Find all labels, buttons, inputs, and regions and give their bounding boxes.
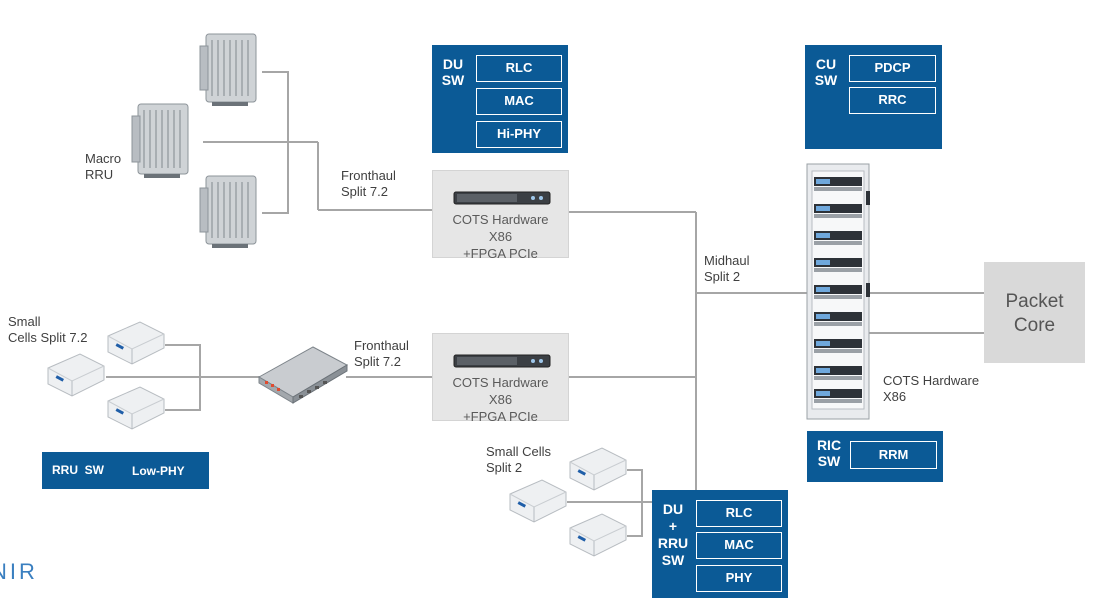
cots-top-line1: COTS Hardware [452,212,549,227]
macro-rru-label: Macro RRU [85,151,121,183]
server-rack-icon [806,163,870,420]
fronthaul-top-label: Fronthaul Split 7.2 [341,168,396,200]
small-cells-2-line1: Small Cells [486,444,552,459]
cots-rack-line1: COTS Hardware [883,373,980,388]
packet-core-line1: Packet [1005,291,1064,312]
small-cells-72-label: Small Cells Split 7.2 [8,314,87,346]
packet-core-line2: Core [1013,315,1056,336]
du-rru-sw-rlc-cell: RLC [696,500,782,527]
midhaul-label: Midhaul Split 2 [704,253,750,285]
cots-bottom-line2: X86 [488,392,513,407]
rru-sw-box: RRU SW Low-PHY [42,452,209,489]
small-cells-2-label: Small Cells Split 2 [486,444,551,476]
ric-sw-title: RIC SW [812,437,846,469]
midhaul-line2: Split 2 [704,269,741,284]
small-cell-icon [47,353,105,397]
ric-sw-rrm-cell: RRM [850,441,937,469]
du-rru-sw-title: DU + RRU SW [656,501,690,569]
du-rru-sw-title-line4: SW [661,552,685,568]
packet-core-box: Packet Core [984,262,1085,363]
fronthaul-top-line2: Split 7.2 [341,184,388,199]
cu-sw-title-line1: CU [815,56,837,72]
du-sw-mac-cell: MAC [476,88,562,115]
small-cell-icon [569,513,627,557]
cots-hardware-bottom-box: COTS Hardware X86 +FPGA PCIe [432,333,569,424]
server-icon [453,354,551,368]
du-sw-box: DU SW RLC MAC Hi-PHY [432,45,568,153]
cu-sw-box: CU SW PDCP RRC [805,45,942,149]
du-sw-hi-phy-cell: Hi-PHY [476,121,562,148]
ric-sw-title-line1: RIC [816,437,842,453]
small-cell-icon [569,447,627,491]
du-sw-title: DU SW [436,56,470,88]
du-rru-sw-title-line2: + [668,518,678,534]
macro-rru-line2: RRU [85,167,114,182]
small-cell-icon [509,479,567,523]
cu-sw-pdcp-cell: PDCP [849,55,936,82]
fronthaul-top-line1: Fronthaul [341,168,396,183]
cots-hardware-top-box: COTS Hardware X86 +FPGA PCIe [432,170,569,261]
small-cells-72-line2: Cells Split 7.2 [8,330,88,345]
macro-rru-line1: Macro [85,151,122,166]
du-sw-title-line1: DU [442,56,464,72]
du-rru-sw-title-line3: RRU [657,535,689,551]
fronthaul-bottom-line2: Split 7.2 [354,354,401,369]
cots-top-line2: X86 [488,229,513,244]
cots-bottom-line3: +FPGA PCIe [463,409,538,424]
rru-sw-title: RRU SW [52,463,104,477]
small-cells-72-line1: Small [8,314,41,329]
server-icon [453,191,551,205]
fronthaul-bottom-label: Fronthaul Split 7.2 [354,338,409,370]
fronthaul-bottom-line1: Fronthaul [354,338,409,353]
du-sw-rlc-cell: RLC [476,55,562,82]
macro-rru-icon [199,175,257,248]
logo-text: NIR [0,559,38,584]
du-rru-sw-title-line1: DU [662,501,684,517]
du-rru-sw-mac-cell: MAC [696,532,782,559]
du-rru-sw-phy-cell: PHY [696,565,782,592]
ric-sw-box: RIC SW RRM [807,431,943,482]
small-cells-2-line2: Split 2 [486,460,523,475]
ric-sw-title-line2: SW [817,453,841,469]
cots-top-line3: +FPGA PCIe [463,246,538,261]
rru-sw-low-phy: Low-PHY [132,464,185,478]
cots-rack-line2: X86 [883,389,907,404]
switch-icon [257,346,349,404]
cots-bottom-line1: COTS Hardware [452,375,549,390]
midhaul-line1: Midhaul [704,253,750,268]
cots-rack-label: COTS Hardware X86 [883,373,979,405]
cu-sw-title: CU SW [811,56,841,88]
cu-sw-rrc-cell: RRC [849,87,936,114]
macro-rru-icon [199,33,257,106]
macro-rru-icon [131,103,189,178]
cu-sw-title-line2: SW [814,72,838,88]
du-rru-sw-box: DU + RRU SW RLC MAC PHY [652,490,788,598]
small-cell-icon [107,321,165,365]
du-sw-title-line2: SW [441,72,465,88]
small-cell-icon [107,386,165,430]
